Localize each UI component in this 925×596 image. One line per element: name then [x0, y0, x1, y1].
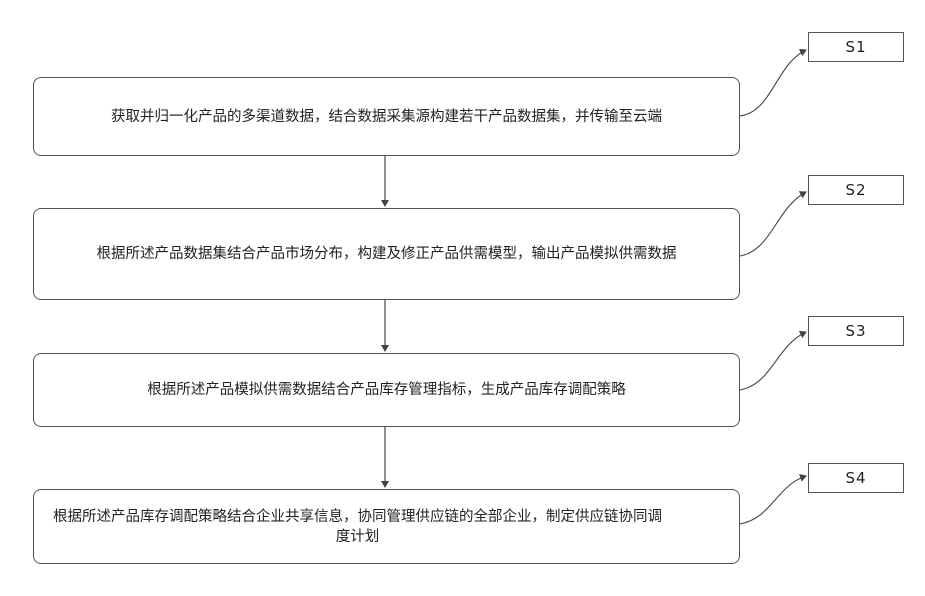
leader-line-s4: [740, 476, 806, 524]
step-label-s2: S2: [808, 175, 904, 205]
step-label-text-s2: S2: [845, 181, 866, 199]
leader-line-s3: [740, 332, 806, 390]
step-text-s1: 获取并归一化产品的多渠道数据，结合数据采集源构建若干产品数据集，并传输至云端: [111, 107, 662, 127]
leader-line-s1: [740, 50, 806, 116]
step-label-text-s3: S3: [845, 322, 866, 340]
step-label-text-s4: S4: [845, 469, 866, 487]
leader-line-s2: [740, 192, 806, 256]
step-box-s1: 获取并归一化产品的多渠道数据，结合数据采集源构建若干产品数据集，并传输至云端: [33, 77, 740, 156]
step-text-s2: 根据所述产品数据集结合产品市场分布，构建及修正产品供需模型，输出产品模拟供需数据: [97, 244, 677, 264]
step-text-s4: 根据所述产品库存调配策略结合企业共享信息，协同管理供应链的全部企业，制定供应链协…: [46, 507, 669, 547]
step-label-s3: S3: [808, 316, 904, 346]
step-box-s3: 根据所述产品模拟供需数据结合产品库存管理指标，生成产品库存调配策略: [33, 353, 740, 427]
step-label-text-s1: S1: [845, 38, 866, 56]
step-box-s4: 根据所述产品库存调配策略结合企业共享信息，协同管理供应链的全部企业，制定供应链协…: [33, 489, 740, 564]
step-label-s4: S4: [808, 463, 904, 493]
step-box-s2: 根据所述产品数据集结合产品市场分布，构建及修正产品供需模型，输出产品模拟供需数据: [33, 208, 740, 300]
step-text-s3: 根据所述产品模拟供需数据结合产品库存管理指标，生成产品库存调配策略: [147, 380, 626, 400]
step-label-s1: S1: [808, 32, 904, 62]
